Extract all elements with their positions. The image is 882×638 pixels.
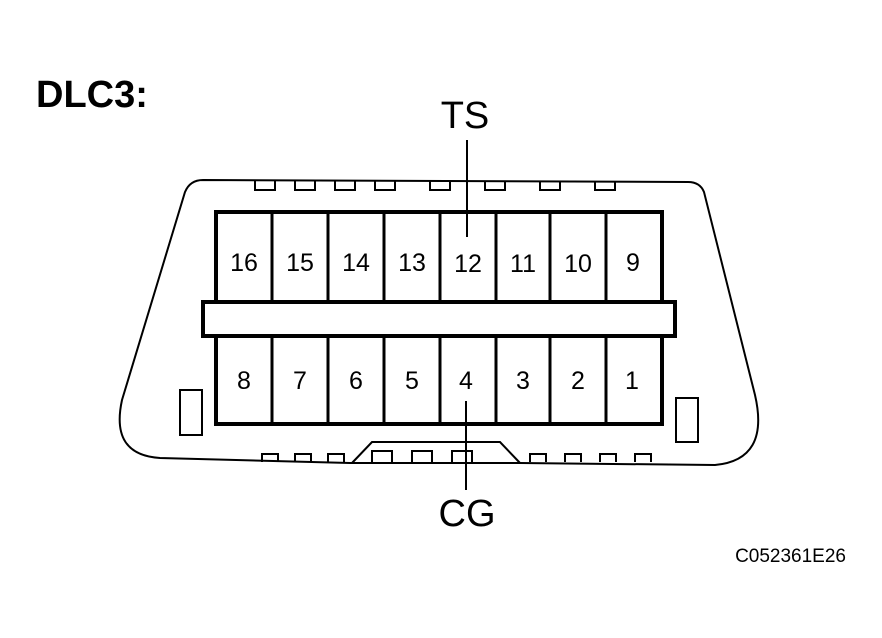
pin-label-16: 16 bbox=[230, 249, 258, 277]
bottom-row-pin-labels: 8 7 6 5 4 3 2 1 bbox=[237, 367, 639, 395]
figure-code: C052361E26 bbox=[735, 546, 846, 567]
pin-label-15: 15 bbox=[286, 249, 314, 277]
bottom-row-dividers bbox=[270, 336, 608, 424]
top-row-dividers bbox=[270, 212, 608, 302]
pin-label-2: 2 bbox=[571, 367, 585, 395]
pin-label-3: 3 bbox=[516, 367, 530, 395]
top-row-pin-labels: 16 15 14 13 12 11 10 9 bbox=[230, 249, 640, 278]
pin-label-8: 8 bbox=[237, 367, 251, 395]
right-latch-window bbox=[675, 397, 699, 443]
pin-label-10: 10 bbox=[564, 250, 592, 278]
pin-label-13: 13 bbox=[398, 249, 426, 277]
cg-callout-label: CG bbox=[439, 493, 496, 535]
top-edge-notches bbox=[254, 181, 616, 191]
pin-label-12: 12 bbox=[454, 250, 482, 278]
bottom-edge-notches bbox=[261, 441, 652, 464]
pin-label-4: 4 bbox=[459, 367, 473, 395]
connector-housing bbox=[118, 178, 760, 467]
left-latch-window bbox=[179, 389, 203, 436]
pin-label-6: 6 bbox=[349, 367, 363, 395]
ts-callout-label: TS bbox=[441, 95, 490, 137]
pin-label-14: 14 bbox=[342, 249, 370, 277]
pin-label-5: 5 bbox=[405, 367, 419, 395]
pin-label-9: 9 bbox=[626, 249, 640, 277]
pin-label-1: 1 bbox=[625, 367, 639, 395]
center-rib bbox=[201, 300, 677, 338]
pin-label-11: 11 bbox=[510, 250, 536, 278]
diagram-title: DLC3: bbox=[36, 74, 148, 116]
pin-label-7: 7 bbox=[293, 367, 307, 395]
